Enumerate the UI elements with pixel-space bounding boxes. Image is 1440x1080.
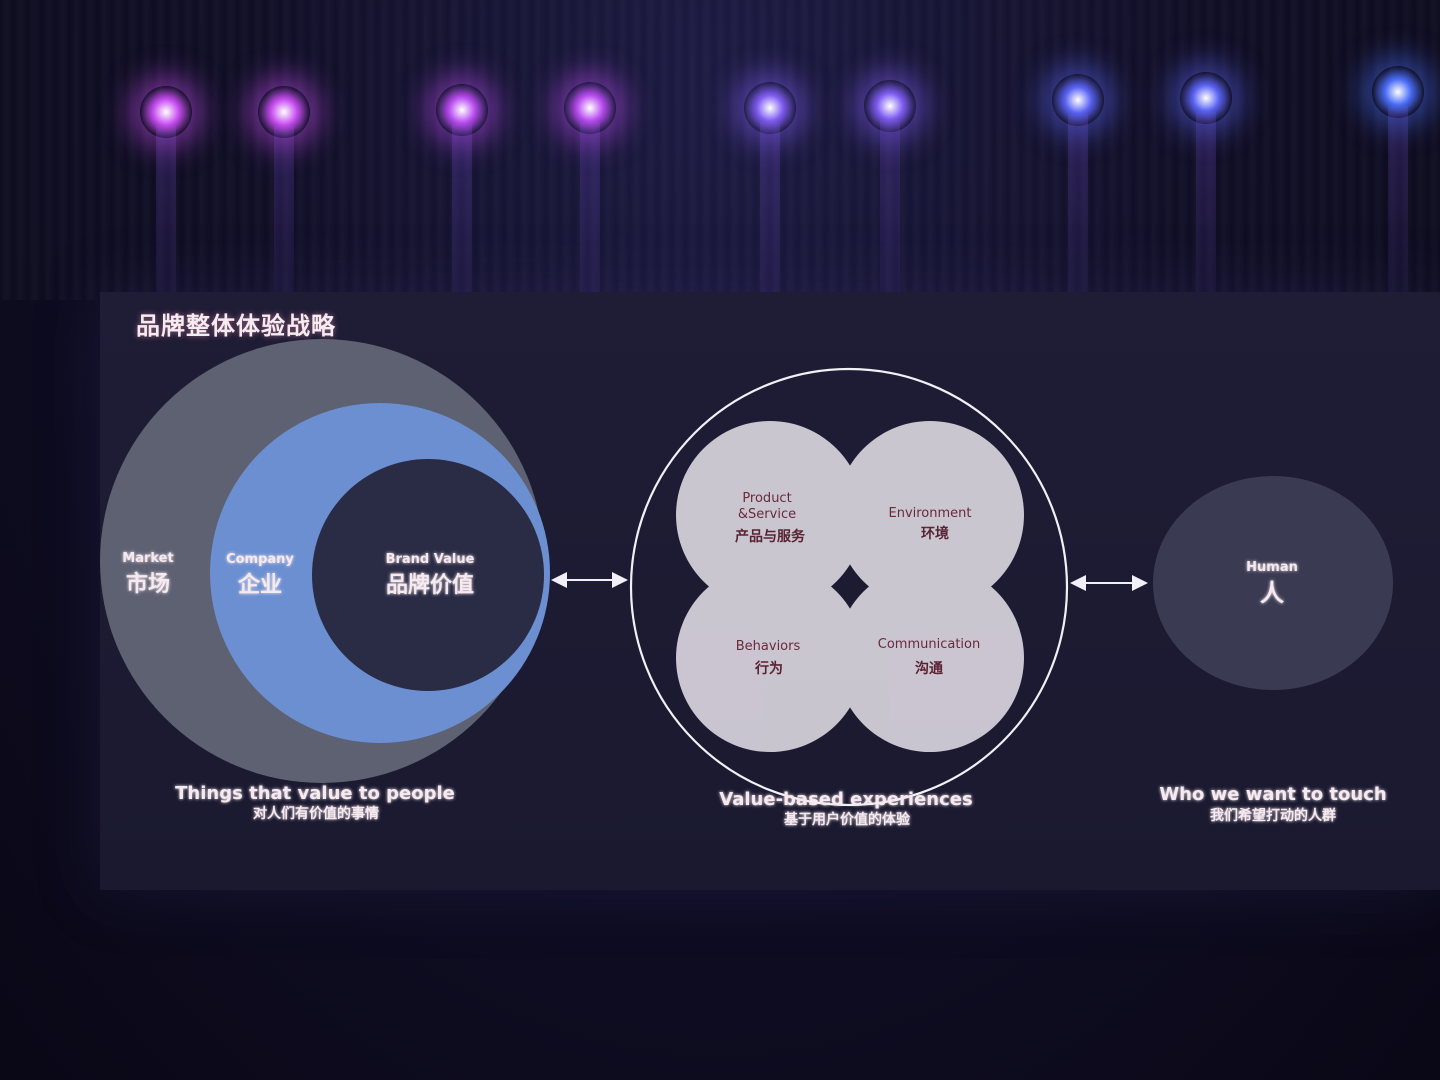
slide-title: 品牌整体体验战略 (136, 312, 336, 340)
petal-behaviors (676, 564, 864, 752)
human-diagram: Human 人 Who we want to touch 我们希望打动的人群 (1153, 476, 1393, 824)
brand-value-label-en: Brand Value (386, 552, 475, 567)
brand-value-circle (312, 459, 544, 691)
right-caption-zh: 我们希望打动的人群 (1210, 807, 1336, 824)
petal-behaviors-label-zh: 行为 (754, 660, 783, 677)
market-company-brand-diagram: Market 市场 Company 企业 Brand Value 品牌价值 Th… (100, 339, 550, 822)
center-caption-en: Value-based experiences (719, 789, 972, 810)
company-label-en: Company (226, 552, 294, 567)
stage-light-icon (1372, 66, 1424, 346)
petal-product-label-en: Product (742, 491, 791, 506)
petal-communication-label-en: Communication (878, 637, 980, 652)
petal-communication-label-zh: 沟通 (915, 660, 943, 677)
human-label-en: Human (1246, 560, 1298, 575)
petal-behaviors-label-en: Behaviors (736, 639, 801, 654)
brand-value-label-zh: 品牌价值 (386, 572, 474, 598)
market-label-zh: 市场 (126, 571, 170, 597)
petal-product-service (676, 421, 864, 609)
petal-product-label-en-2: &Service (738, 507, 796, 522)
experience-outline-circle (629, 367, 1069, 807)
left-caption-en: Things that value to people (175, 783, 455, 804)
left-caption-zh: 对人们有价值的事情 (253, 805, 379, 822)
petal-environment-label-zh: 环境 (921, 525, 949, 542)
company-label-zh: 企业 (237, 572, 282, 598)
right-caption-en: Who we want to touch (1159, 784, 1386, 805)
human-label-zh: 人 (1260, 579, 1284, 607)
petal-environment (836, 421, 1024, 609)
petal-communication (836, 564, 1024, 752)
petal-product-label-zh: 产品与服务 (735, 528, 806, 545)
market-label-en: Market (122, 551, 173, 566)
stage-backdrop (0, 0, 1440, 300)
petal-environment-label-en: Environment (888, 506, 971, 521)
human-circle (1153, 476, 1393, 690)
center-caption-zh: 基于用户价值的体验 (784, 811, 911, 828)
experience-diagram: Product &Service 产品与服务 Environment 环境 Be… (629, 367, 1069, 828)
